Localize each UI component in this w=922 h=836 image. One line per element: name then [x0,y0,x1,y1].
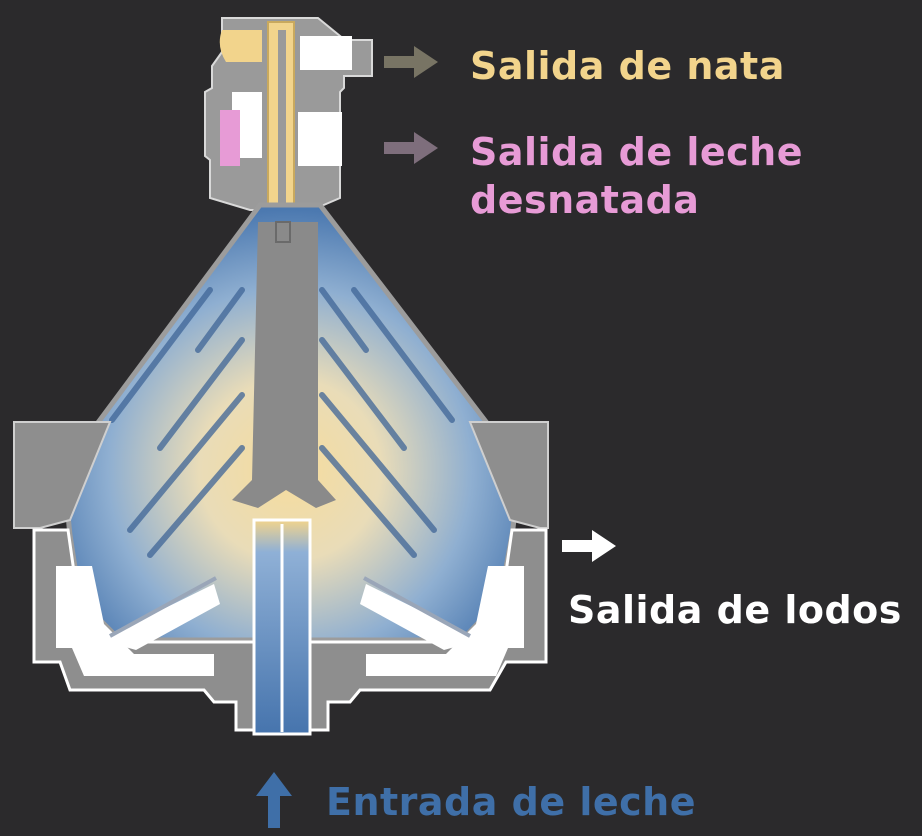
sludge-outlet-arrow-icon [562,530,616,562]
skim-chamber [220,110,240,166]
skim-outlet-label-line1: Salida de leche [470,130,803,174]
cream-outlet-arrow-icon [384,46,438,78]
milk-inlet-label: Entrada de leche [326,780,696,824]
milk-inlet-arrow-icon [256,772,292,828]
cream-chamber [219,30,262,62]
sludge-outlet-label: Salida de lodos [568,588,902,632]
skim-outlet-arrow-icon [384,132,438,164]
skim-outlet-label-line2: desnatada [470,178,700,222]
outer-casing [13,421,549,732]
cream-outlet-label: Salida de nata [470,44,785,88]
